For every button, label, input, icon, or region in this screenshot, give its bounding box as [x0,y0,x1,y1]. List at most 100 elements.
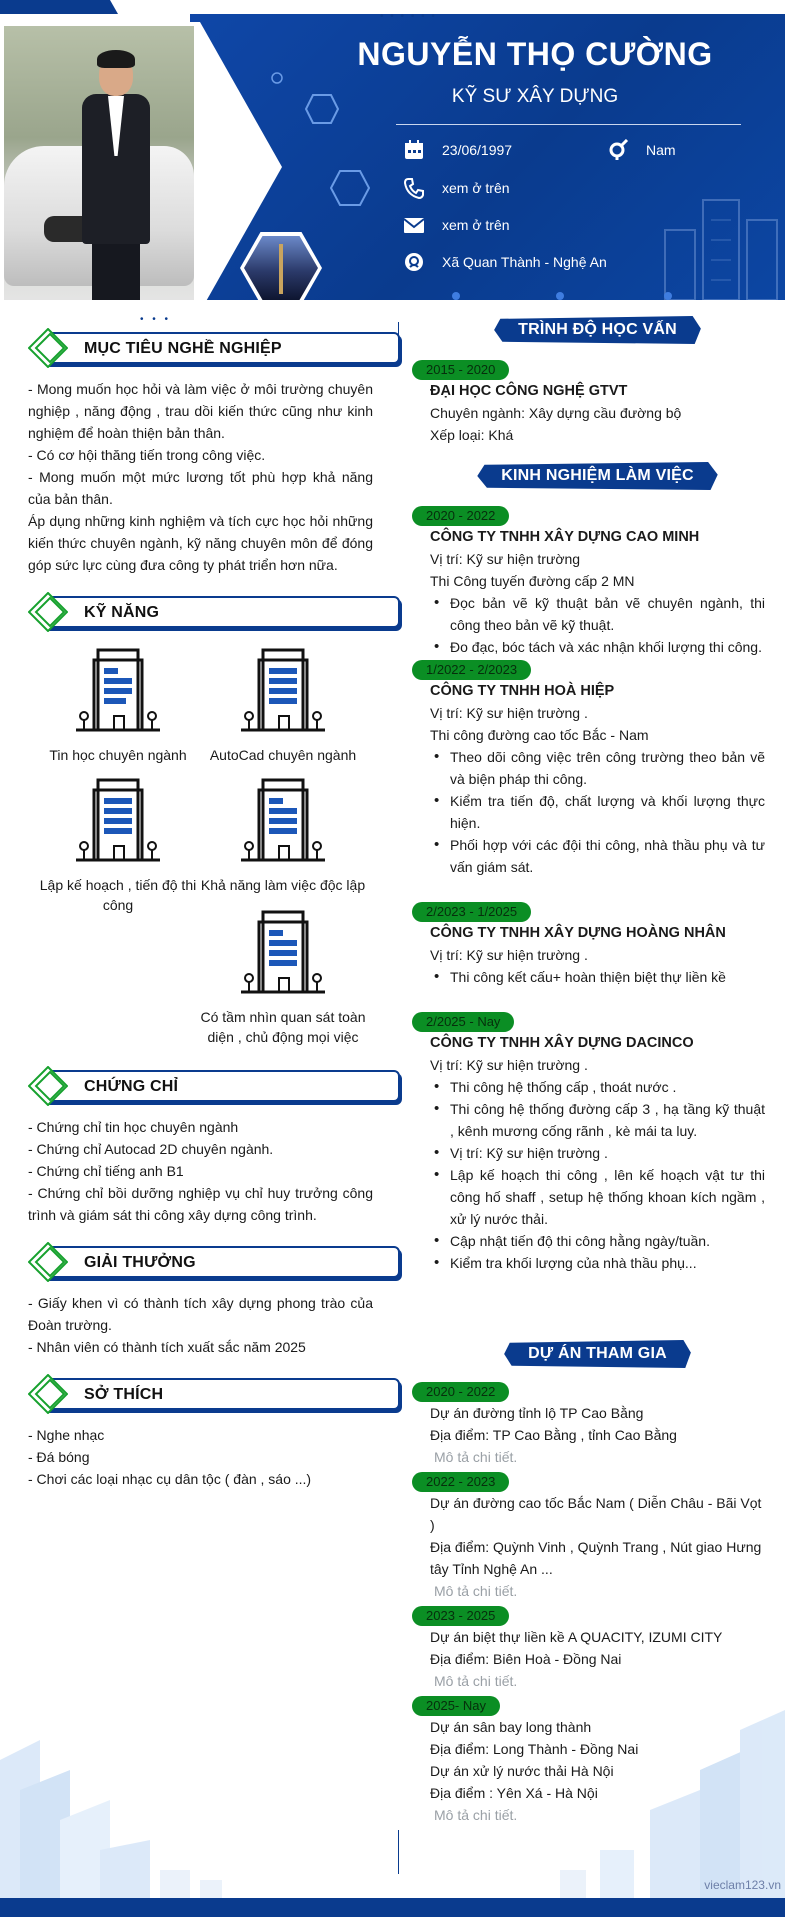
job-position: Vị trí: Kỹ sư hiện trường . [430,947,588,963]
diamond-icon [28,1242,68,1282]
objective-line: - Có cơ hội thăng tiến trong công việc. [28,447,266,463]
top-dots: • • • • • • [380,11,437,22]
header-dot [452,292,460,300]
hobbies-list: - Nghe nhạc - Đá bóng - Chơi các loại nh… [28,1424,373,1490]
job-description: Thi công đường cao tốc Bắc - Nam [430,727,649,743]
objective-line: Áp dụng những kinh nghiệm và tích cực họ… [28,513,373,573]
project-note: Mô tả chi tiết. [434,1673,518,1689]
skill-item: Tin học chuyên ngành [28,646,208,765]
footer-bar [0,1898,785,1917]
job-position: Vị trí: Kỹ sư hiện trường . [430,1057,588,1073]
skyline-decoration [664,199,778,300]
job-bullet: Lập kế hoạch thi công , lên kế hoạch vật… [430,1164,765,1230]
education-title: TRÌNH ĐỘ HỌC VẤN [494,316,701,344]
birthday-row: 23/06/1997 [402,138,512,162]
skills-title: KỸ NĂNG [84,604,160,621]
tower-shape [279,244,283,294]
company-name: CÔNG TY TNHH XÂY DỰNG DACINCO [430,1035,694,1051]
objective-line: - Mong muốn một mức lương tốt phù hợp kh… [28,469,373,507]
header-dot [664,292,672,300]
period-badge: 1/2022 - 2/2023 [412,660,532,680]
certificates-heading: CHỨNG CHỈ [28,1064,400,1106]
address-row: Xã Quan Thành - Nghệ An [402,250,607,274]
birthday-value: 23/06/1997 [442,142,513,158]
period-badge: 2022 - 2023 [412,1472,510,1492]
project-line: Địa điểm: Biên Hoà - Đồng Nai [430,1651,622,1667]
job-bullet: Vị trí: Kỹ sư hiện trường . [430,1142,765,1164]
heading-bar [46,596,400,628]
heading-bar [46,1070,400,1102]
job-bullets: Thi công hệ thống cấp , thoát nước . Thi… [430,1076,765,1274]
project-line: Dự án biệt thự liền kề A QUACITY, IZUMI … [430,1629,723,1645]
education-heading: TRÌNH ĐỘ HỌC VẤN [430,316,765,344]
period-badge: 2023 - 2025 [412,1606,510,1626]
company-name: CÔNG TY TNHH XÂY DỰNG CAO MINH [430,529,700,545]
heading-bar [46,332,400,364]
job-bullet: Đo đạc, bóc tách và xác nhận khối lượng … [430,636,765,658]
job-entry: 1/2022 - 2/2023 CÔNG TY TNHH HOÀ HIỆP Vị… [412,658,765,878]
company-name: CÔNG TY TNHH XÂY DỰNG HOÀNG NHÂN [430,925,726,941]
building-icon [241,648,325,732]
left-column: MỤC TIÊU NGHỀ NGHIỆP - Mong muốn học hỏi… [28,326,400,1490]
job-entry: 2/2023 - 1/2025 CÔNG TY TNHH XÂY DỰNG HO… [412,900,765,988]
skill-item: Lập kế hoạch , tiến độ thi công [28,776,208,915]
job-bullet: Kiểm tra tiến độ, chất lượng và khối lượ… [430,790,765,834]
email-value: xem ở trên [442,217,510,233]
header-dot [556,292,564,300]
job-position: Vị trí: Kỹ sư hiện trường . [430,705,588,721]
skill-label: Lập kế hoạch , tiến độ thi công [39,877,197,913]
job-bullet: Thi công hệ thống cấp , thoát nước . [430,1076,765,1098]
top-strip-cut [110,0,785,14]
phone-value: xem ở trên [442,180,510,196]
certificate-line: - Chứng chỉ Autocad 2D chuyên ngành. [28,1141,274,1157]
skill-label: Khả năng làm việc độc lập [200,877,366,893]
period-badge: 2020 - 2022 [412,1382,510,1402]
candidate-role: KỸ SƯ XÂY DỰNG [451,86,619,107]
project-line: Dự án đường tỉnh lộ TP Cao Bằng [430,1405,644,1421]
skill-item: AutoCad chuyên ngành [193,646,373,765]
skill-item: Khả năng làm việc độc lập [193,776,373,895]
job-entry: 2/2025 - Nay CÔNG TY TNHH XÂY DỰNG DACIN… [412,1010,765,1274]
experience-heading: KINH NGHIỆM LÀM VIỆC [430,462,765,490]
hobbies-heading: SỞ THÍCH [28,1372,400,1414]
period-badge: 2020 - 2022 [412,506,510,526]
company-name: CÔNG TY TNHH HOÀ HIỆP [430,683,615,699]
gender-value: Nam [646,142,676,158]
phone-row: xem ở trên [402,176,510,200]
envelope-icon [402,213,426,237]
awards-title: GIẢI THƯỞNG [84,1254,196,1271]
hexagon-decoration [305,94,339,124]
certificate-line: - Chứng chỉ bồi dưỡng nghiệp vụ chỉ huy … [28,1185,373,1223]
period-badge: 2/2025 - Nay [412,1012,515,1032]
project-line: Dự án sân bay long thành [430,1719,592,1735]
job-description: Thi Công tuyến đường cấp 2 MN [430,573,635,589]
skill-label: Tin học chuyên ngành [49,747,187,763]
project-line: Địa điểm: TP Cao Bằng , tỉnh Cao Bằng [430,1427,677,1443]
gender-icon [606,138,630,162]
project-line: Địa điểm: Long Thành - Đồng Nai [430,1741,639,1757]
phone-icon [402,176,426,200]
email-row: xem ở trên [402,213,510,237]
skills-heading: KỸ NĂNG [28,590,400,632]
skills-grid: Tin học chuyên ngành AutoCad chuyên ngàn… [28,646,373,1056]
job-bullet: Thi công kết cấu+ hoàn thiện biệt thự li… [430,966,765,988]
building-icon [76,648,160,732]
diamond-icon [28,1374,68,1414]
left-dots: • • • [140,314,172,325]
cv-header: • • • • • • NGUYỄN THỌ CƯỜNG KỸ SƯ XÂY D… [0,0,785,300]
project-line: Dự án xử lý nước thải Hà Nội [430,1763,614,1779]
school-name: ĐẠI HỌC CÔNG NGHỆ GTVT [430,383,628,399]
hexagon-decoration [330,170,370,206]
project-entry: 2023 - 2025 Dự án biệt thự liền kề A QUA… [412,1604,765,1692]
diamond-icon [28,328,68,368]
header-divider [396,124,741,125]
certificates-list: - Chứng chỉ tin học chuyên ngành - Chứng… [28,1116,373,1226]
project-entry: 2022 - 2023 Dự án đường cao tốc Bắc Nam … [412,1470,765,1602]
project-note: Mô tả chi tiết. [434,1807,518,1823]
skill-label: AutoCad chuyên ngành [209,747,357,763]
diamond-icon [28,592,68,632]
project-entry: 2020 - 2022 Dự án đường tỉnh lộ TP Cao B… [412,1380,765,1468]
period-badge: 2/2023 - 1/2025 [412,902,532,922]
certificate-line: - Chứng chỉ tin học chuyên ngành [28,1119,239,1135]
skill-label: Có tầm nhìn quan sát toàn diện , chủ độn… [200,1009,366,1045]
